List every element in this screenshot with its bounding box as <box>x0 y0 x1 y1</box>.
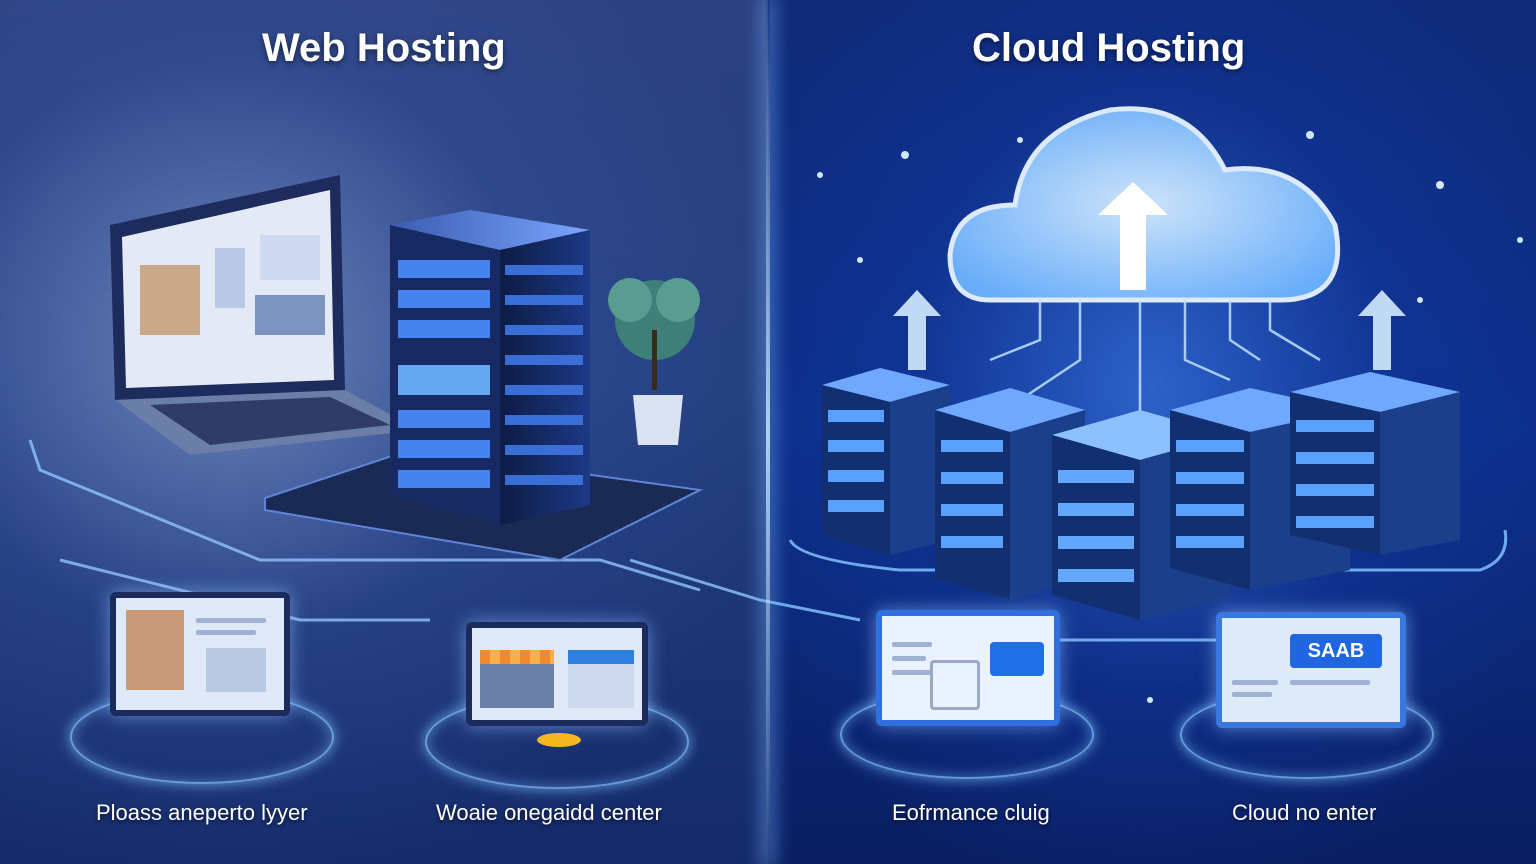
saas-badge: SAAB <box>1290 634 1382 668</box>
cart-icon <box>930 660 980 710</box>
saas-screen: SAAB <box>1216 612 1406 728</box>
chat-bubble-icon <box>990 642 1044 676</box>
laptop-icon <box>110 175 420 455</box>
caption-performance-cloud: Eofrmance cluig <box>892 800 1050 825</box>
avatar <box>126 610 184 690</box>
ecommerce-screen <box>876 610 1060 726</box>
caption-website-center: Woaie onegaidd center <box>436 800 662 825</box>
web-hosting-title: Web Hosting <box>262 26 506 70</box>
website-profile-screen <box>110 592 290 716</box>
online-store-screen <box>466 622 648 726</box>
storefront-icon <box>480 650 554 708</box>
stand-base <box>537 733 581 747</box>
upload-arrow-icon <box>1358 290 1406 370</box>
server-tower-icon <box>390 210 590 525</box>
right-network-lines <box>759 529 1508 642</box>
section-divider <box>766 0 770 864</box>
upload-arrow-icon <box>893 290 941 370</box>
server-rack-icon <box>1290 372 1460 555</box>
cloud-icon <box>947 106 1341 303</box>
left-network-lines <box>28 439 761 622</box>
cloud-hosting-title: Cloud Hosting <box>972 26 1246 70</box>
server-rack-cluster <box>822 368 1460 620</box>
storefront-icon <box>568 650 634 708</box>
caption-shared-hosting: Ploass aneperto lyyer <box>96 800 308 825</box>
cloud-connectors <box>989 300 1321 420</box>
caption-cloud-center: Cloud no enter <box>1232 800 1377 825</box>
plant-icon <box>608 278 700 445</box>
server-rack-icon <box>822 368 950 555</box>
